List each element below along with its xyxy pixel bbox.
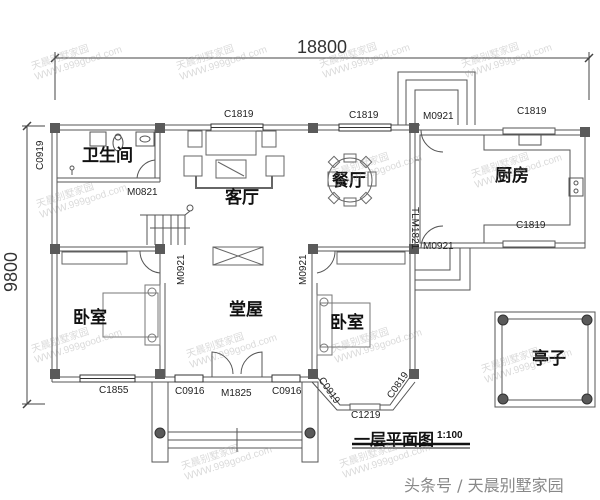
door-label-bedroom-left: M0921 — [176, 254, 187, 285]
overall-depth-label: 9800 — [1, 251, 21, 292]
bed-right — [316, 294, 371, 356]
kitchen-walls — [414, 127, 586, 249]
bedroom-doors — [139, 250, 336, 274]
window-label-hall-left: C0916 — [175, 386, 205, 397]
back-porch — [397, 71, 476, 125]
room-label-bedroom-right: 卧室 — [330, 313, 364, 333]
window-label-kitchen-bottom: C1819 — [516, 220, 546, 231]
stairs — [140, 204, 194, 245]
sofa-set — [183, 130, 285, 189]
dimension-line-depth — [22, 121, 45, 409]
room-label-dining-room: 餐厅 — [332, 171, 366, 191]
title-underline — [352, 442, 470, 449]
source-credit: 头条号 / 天晨别墅家园 — [404, 476, 564, 495]
dimension-line-width — [50, 52, 594, 100]
door-label-bathroom: M0821 — [127, 187, 158, 198]
room-label-hall: 堂屋 — [229, 300, 263, 320]
window-label-top-2: C1819 — [349, 110, 379, 121]
main-door — [211, 351, 263, 377]
window-label-bedroom-left: C1855 — [99, 385, 129, 396]
pavilion — [494, 311, 596, 408]
room-label-bathroom: 卫生间 — [82, 146, 133, 166]
room-label-pavilion: 亭子 — [532, 349, 566, 369]
side-steps — [415, 248, 471, 291]
room-label-kitchen: 厨房 — [495, 166, 529, 186]
door-label-kitchen-bottom: M0921 — [423, 241, 454, 252]
front-porch — [151, 381, 319, 463]
top-windows — [210, 123, 392, 132]
window-label-top-1: C1819 — [224, 109, 254, 120]
dining-table — [327, 153, 377, 207]
bottom-windows — [79, 374, 301, 383]
room-label-bedroom-left: 卧室 — [73, 308, 107, 328]
window-label-hall-right: C0916 — [272, 386, 302, 397]
drawing-scale: 1:100 — [437, 430, 463, 441]
door-label-kitchen-sliding: TLM1821 — [409, 207, 420, 250]
window-label-bath-left: C0919 — [35, 140, 46, 170]
door-label-bedroom-right: M0921 — [298, 254, 309, 285]
room-label-living-room: 客厅 — [225, 188, 259, 208]
bed-left — [102, 284, 161, 346]
window-label-bay-bottom: C1219 — [351, 410, 381, 421]
door-label-main: M1825 — [221, 388, 252, 399]
door-label-kitchen-top: M0921 — [423, 111, 454, 122]
wardrobes — [61, 246, 406, 266]
drawing-title: 一层平面图 — [354, 430, 435, 449]
round-columns — [154, 314, 593, 439]
structural-columns — [50, 123, 590, 379]
overall-width-label: 18800 — [297, 37, 348, 57]
bay-window — [311, 376, 416, 411]
window-label-kitchen-top: C1819 — [517, 106, 547, 117]
bathroom-walls — [57, 130, 161, 183]
